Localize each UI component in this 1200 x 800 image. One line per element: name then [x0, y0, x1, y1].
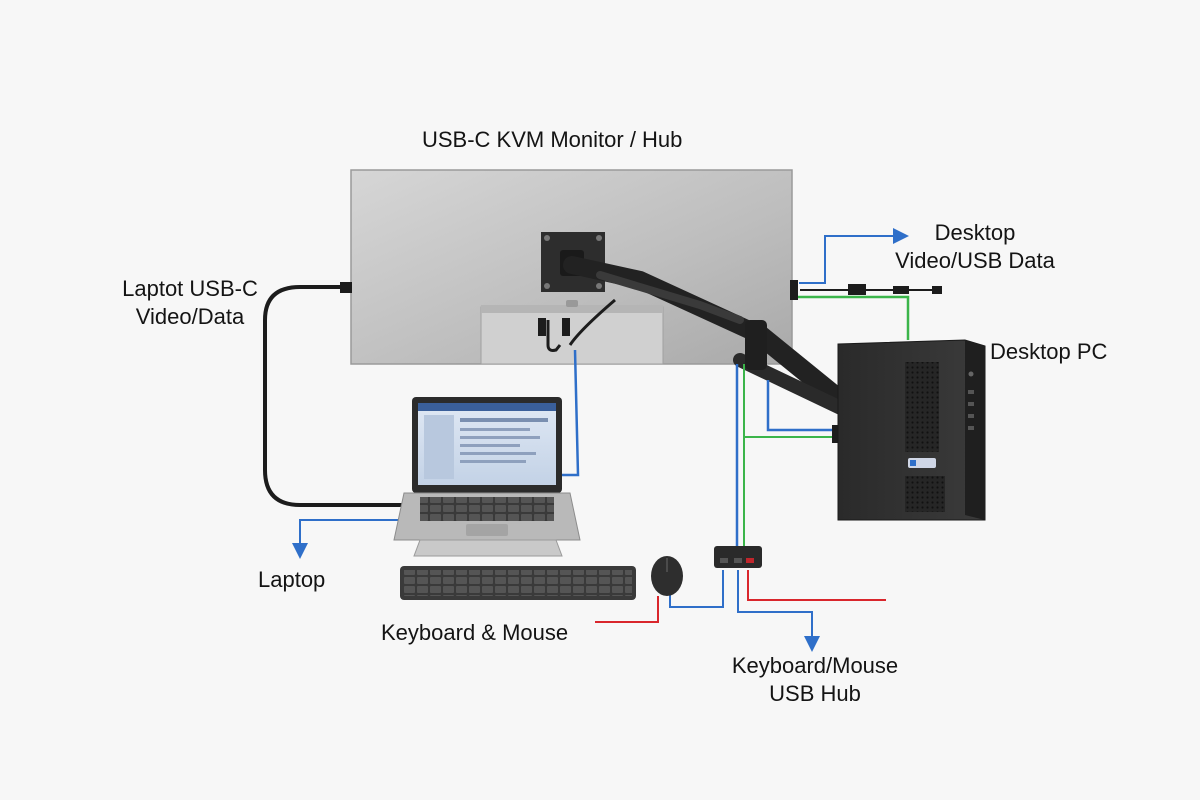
usb-hub: [714, 546, 762, 568]
laptop-label: Laptop: [258, 567, 326, 592]
keyboard-mouse-label: Keyboard & Mouse: [381, 620, 569, 645]
laptop-cable-label: Laptot USB-C Video/Data: [110, 275, 270, 331]
desktop-pc: [837, 339, 986, 521]
laptop-cable-label-line2: Video/Data: [135, 304, 245, 329]
usb-hub-label: Keyboard/Mouse USB Hub: [730, 652, 900, 708]
monitor: [350, 169, 793, 365]
laptop-cable-label-line1: Laptot USB-C: [122, 276, 258, 301]
cables: [263, 228, 942, 652]
desktop-cable-label-line1: Desktop: [934, 220, 1016, 245]
desktop-pc-label: Desktop PC: [990, 339, 1108, 364]
usb-hub-label-line1: Keyboard/Mouse: [731, 653, 899, 678]
desktop-cable-label: Desktop Video/USB Data: [880, 219, 1070, 275]
diagram-title: USB-C KVM Monitor / Hub: [422, 127, 683, 152]
keyboard: [400, 566, 636, 600]
monitor-arm: [541, 232, 852, 417]
usb-hub-label-line2: USB Hub: [769, 681, 861, 706]
mouse: [651, 556, 683, 596]
laptop-usbc-cable: [263, 285, 410, 507]
desktop-cable-label-line2: Video/USB Data: [895, 248, 1055, 273]
laptop: [393, 397, 581, 557]
